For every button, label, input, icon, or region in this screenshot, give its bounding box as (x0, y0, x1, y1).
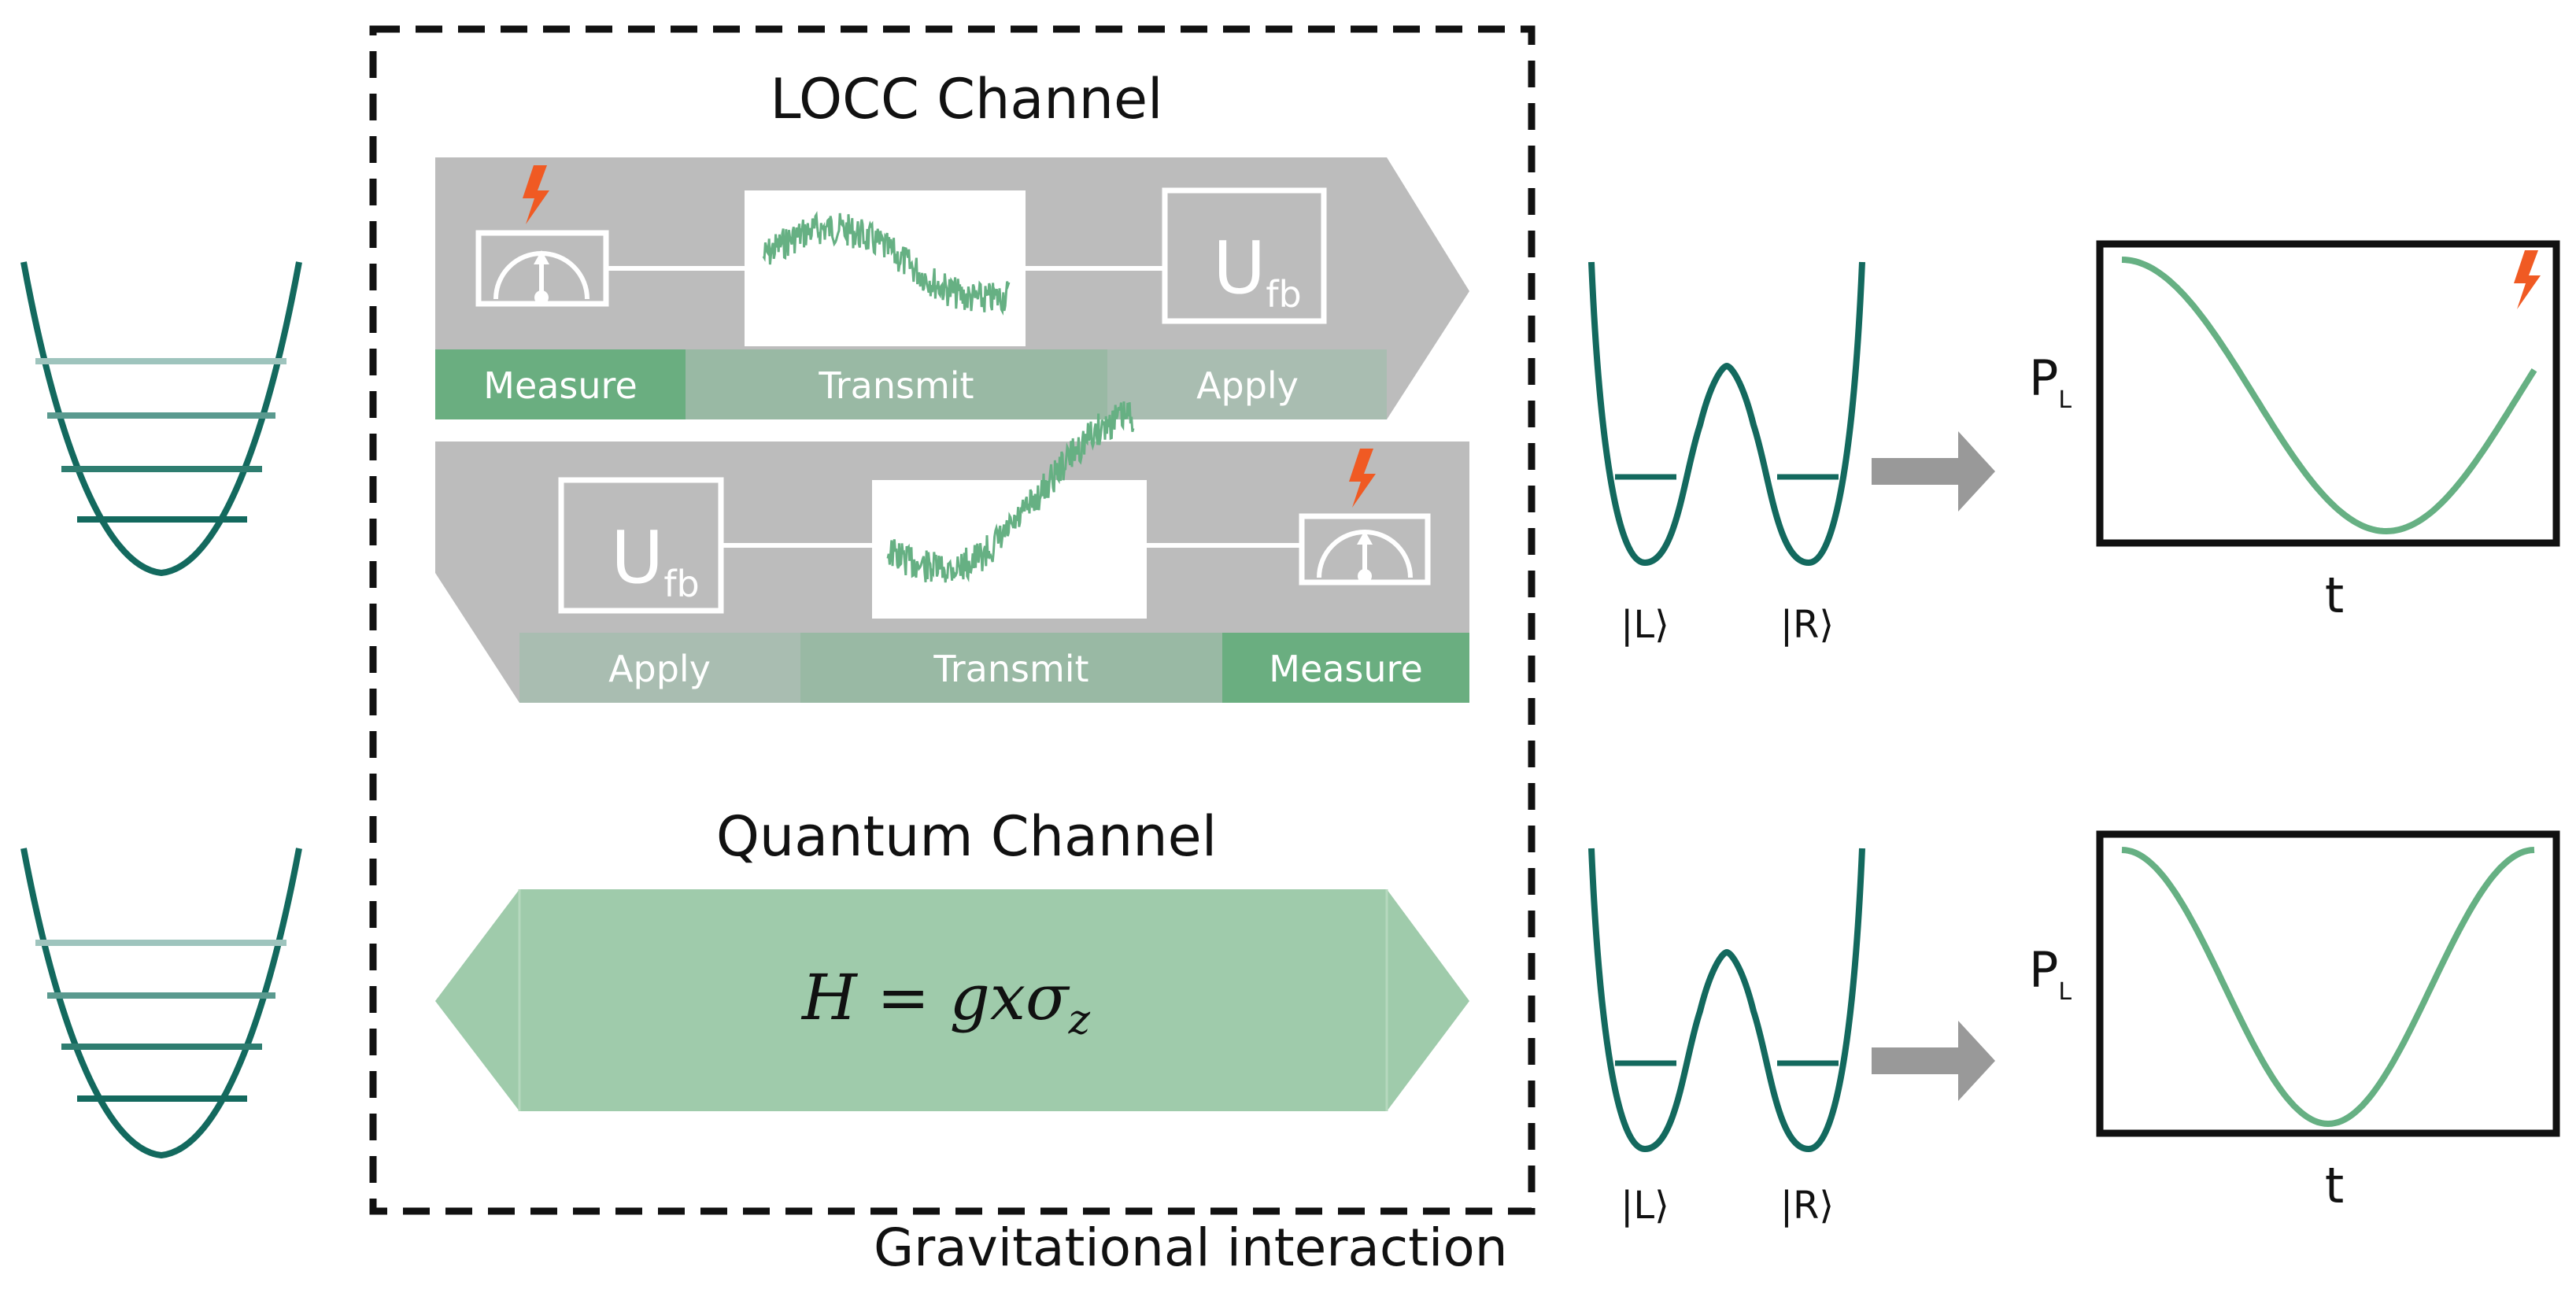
interaction-label: Gravitational interaction (874, 1217, 1508, 1278)
state-label-right: |R⟩ (1780, 1184, 1834, 1228)
plot-xlabel: t (2325, 567, 2344, 624)
meter-icon (1299, 513, 1431, 586)
harmonic-trap-bottom (20, 848, 302, 1159)
unitary-label-bottom: Ufb (611, 515, 700, 605)
transmit-label-bottom: Transmit (933, 648, 1088, 690)
arrow-right-icon (1872, 1021, 1995, 1101)
lightning-icon (523, 165, 549, 224)
plot-ylabel: PL (2029, 941, 2072, 1006)
interaction-box (369, 25, 1536, 1215)
unitary-label-top: Ufb (1213, 226, 1302, 316)
population-plot-bottom: PL t (2029, 830, 2560, 1214)
hamiltonian-formula: H = gxσz (800, 961, 1091, 1044)
lightning-icon (2514, 250, 2541, 309)
unitary-box-top (1162, 187, 1327, 324)
state-label-right: |R⟩ (1780, 603, 1834, 647)
quantum-channel-arrow (435, 889, 1469, 1111)
harmonic-trap-top (20, 261, 302, 577)
apply-label-top: Apply (1196, 364, 1299, 407)
double-well-bottom: |L⟩ |R⟩ (1588, 848, 1865, 1228)
measure-label-bottom: Measure (1269, 648, 1423, 690)
population-curve (2121, 257, 2537, 535)
unitary-box-bottom (558, 477, 724, 614)
double-well-top: |L⟩ |R⟩ (1588, 261, 1865, 647)
plot-ylabel: PL (2029, 349, 2072, 414)
noise-signal-icon (762, 211, 1011, 316)
noise-signal-icon (886, 401, 1135, 583)
population-plot-top: PL t (2029, 240, 2560, 624)
meter-icon (475, 230, 609, 307)
measure-bar-bottom (1222, 633, 1469, 703)
state-label-left: |L⟩ (1621, 603, 1669, 647)
measure-label-top: Measure (483, 364, 638, 407)
locc-top-flow: Measure Transmit Apply Ufb (435, 157, 1469, 419)
arrow-right-icon (1872, 431, 1995, 512)
locc-title: LOCC Channel (771, 67, 1163, 131)
population-curve (2121, 847, 2535, 1128)
state-label-left: |L⟩ (1621, 1184, 1669, 1228)
noise-signal-box-bottom (872, 480, 1147, 619)
locc-bottom-flow: Apply Transmit Measure Ufb (435, 401, 1469, 703)
lightning-icon (1349, 449, 1376, 508)
measure-bar-top (435, 349, 686, 419)
apply-label-bottom: Apply (608, 648, 711, 690)
transmit-label-top: Transmit (818, 364, 974, 407)
apply-bar-bottom (519, 633, 800, 703)
transmit-bar-top (686, 349, 1107, 419)
quantum-title: Quantum Channel (716, 804, 1217, 869)
noise-signal-box-top (745, 190, 1026, 346)
plot-xlabel: t (2325, 1157, 2344, 1214)
transmit-bar-bottom (800, 633, 1222, 703)
apply-bar-top (1107, 349, 1387, 419)
